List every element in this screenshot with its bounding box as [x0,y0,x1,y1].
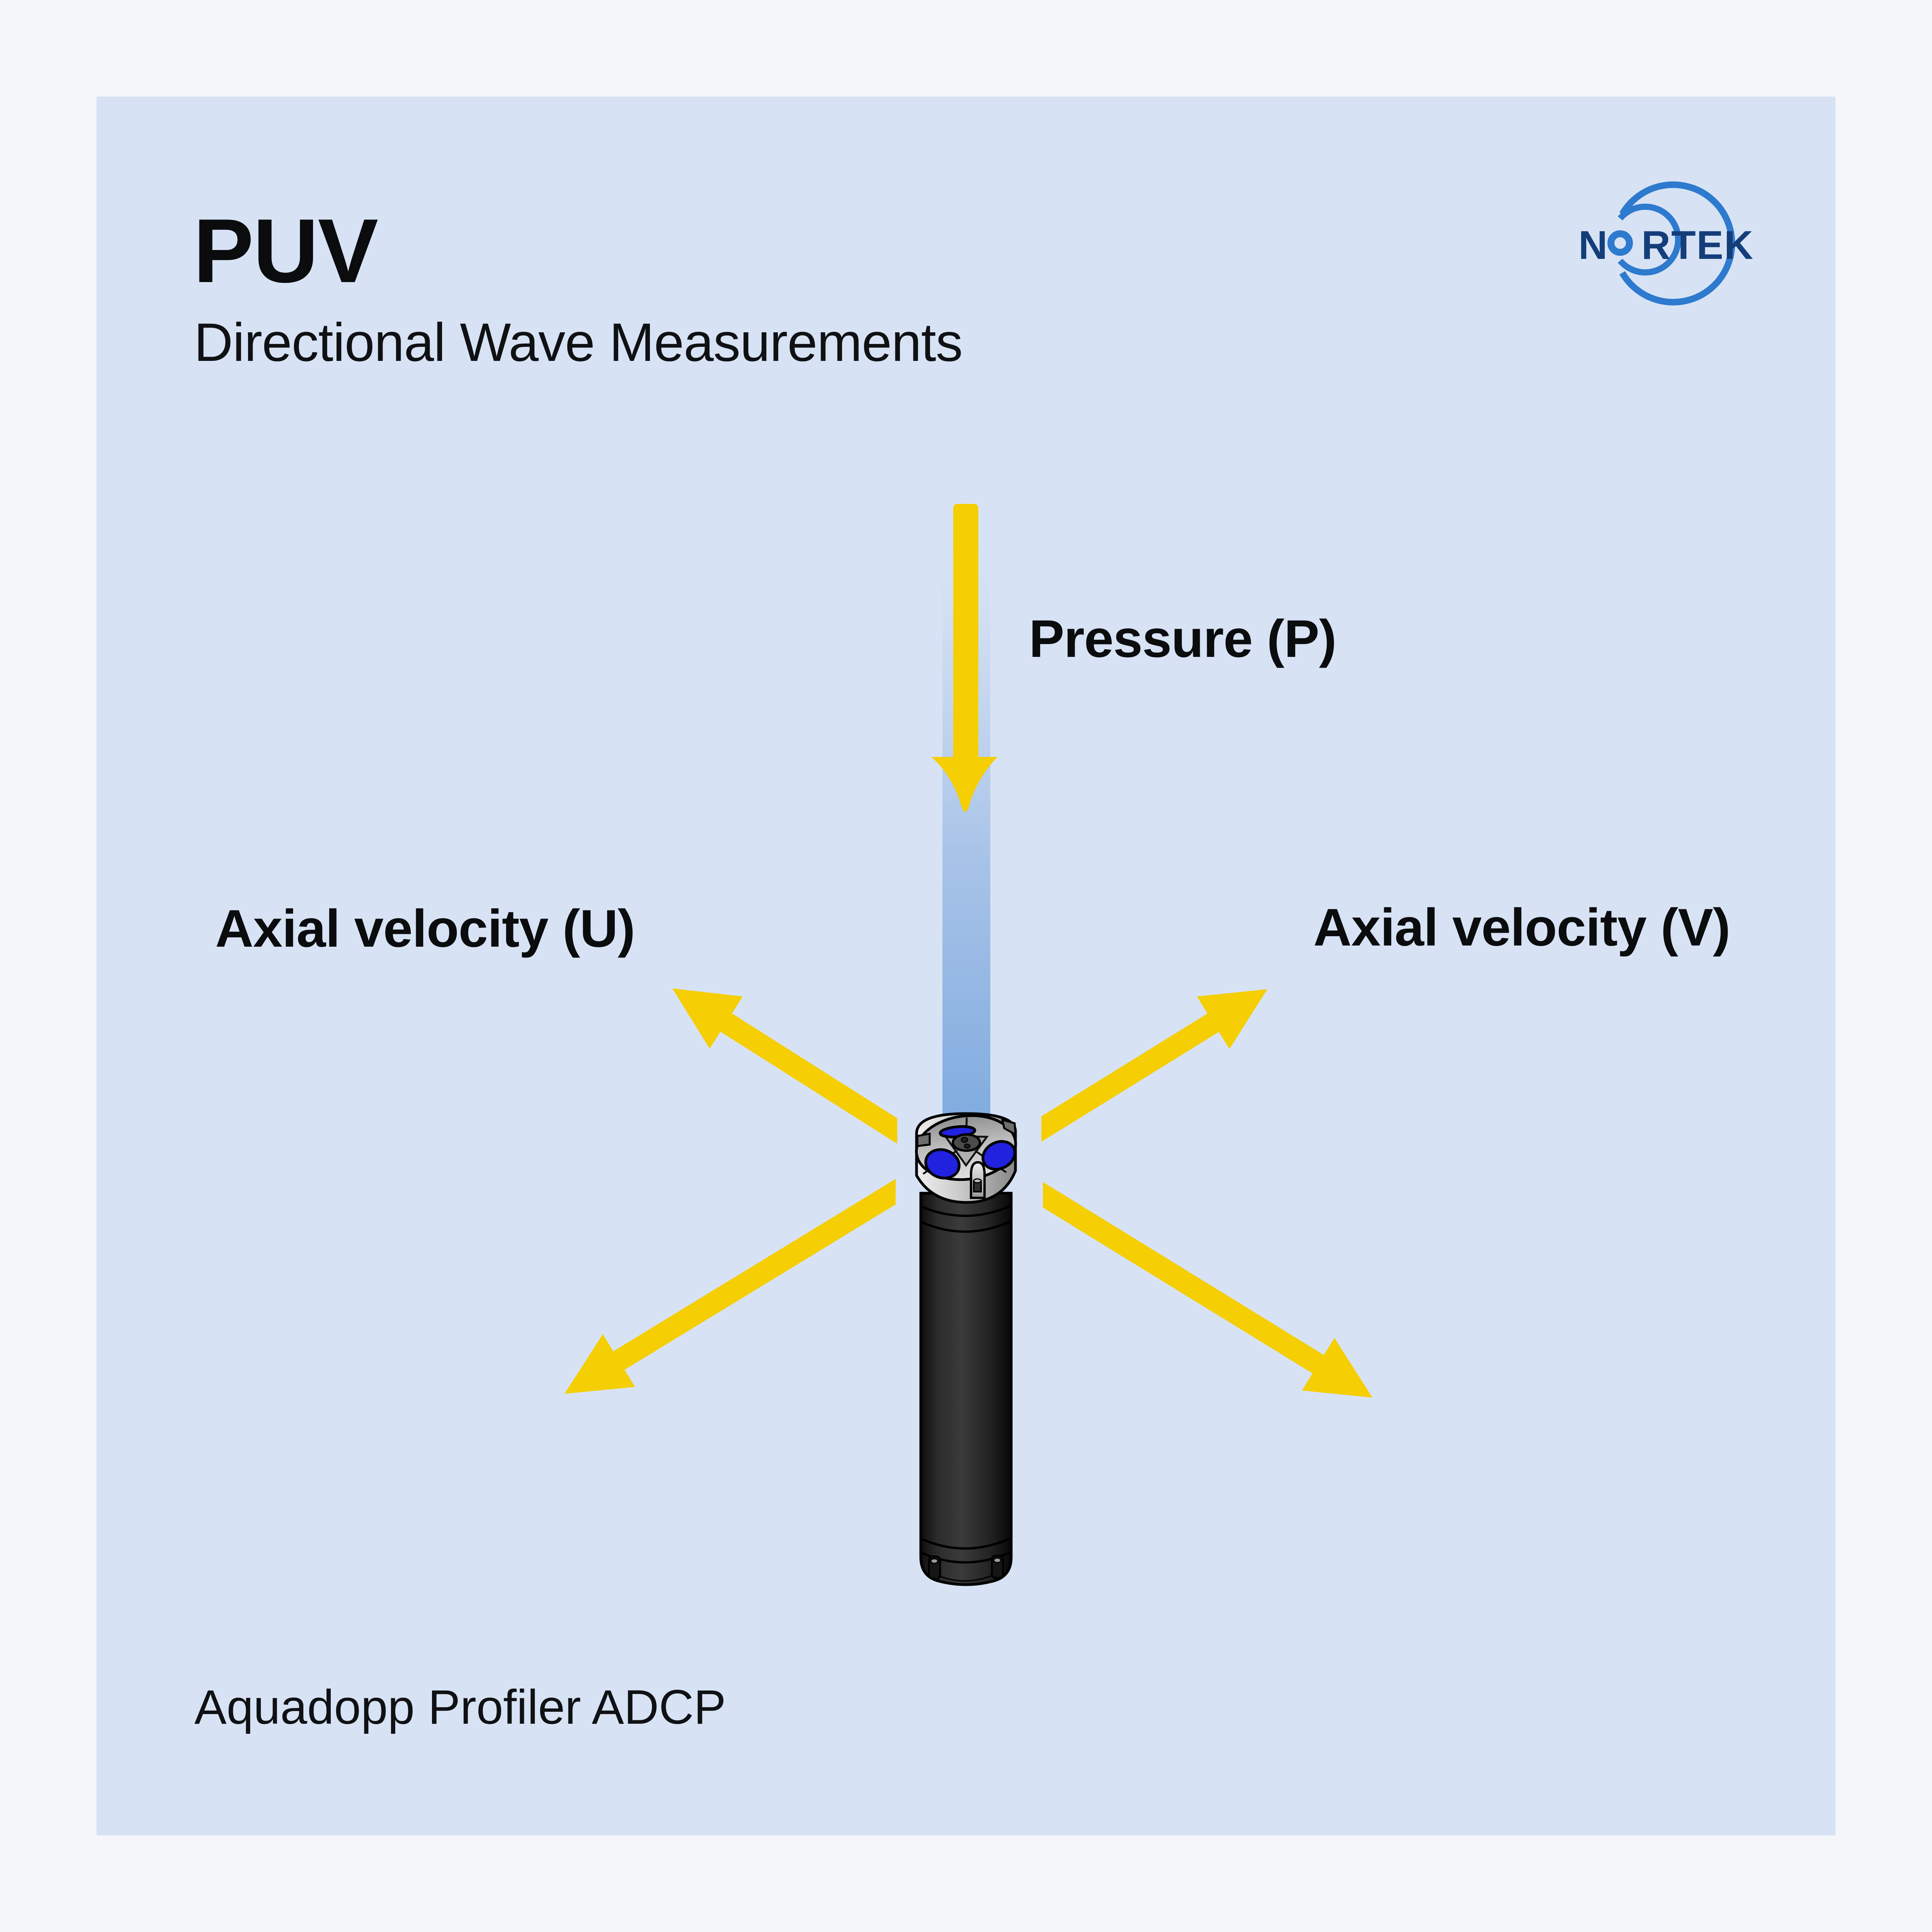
aquadopp-instrument [915,1112,1017,1586]
head-notch-right [1001,1118,1017,1136]
slot-sensor-top [973,1178,982,1184]
endcap-lip-line [940,1575,992,1582]
endcap-pin-right [993,1557,1002,1563]
puv-diagram-illustration [565,504,1372,1586]
endcap-pin-left [930,1558,939,1564]
logo-outer-arc [1619,181,1735,306]
pressure-arrow-icon [931,504,998,812]
axial-arrow-up-right-icon [1041,989,1267,1142]
logo-inner-arc [1617,204,1681,276]
transducer-right [981,1140,1016,1171]
page-subtitle: Directional Wave Measurements [194,312,963,372]
logo-text-n: N [1578,223,1607,268]
body-ring-bottom-1 [920,1537,1012,1550]
diagram-panel: N RTEK PUV Directional Wave Measurements… [97,97,1835,1835]
body-ring-top-2 [920,1220,1012,1233]
axial-velocity-u-label: Axial velocity (U) [215,899,635,958]
page-title: PUV [193,200,378,301]
axial-arrow-up-left-icon [672,988,897,1144]
axial-arrow-down-right-icon [1043,1182,1372,1398]
device-caption: Aquadopp Profiler ADCP [194,1680,726,1734]
instrument-body [919,1192,1013,1586]
transducer-left [924,1148,961,1180]
puck-hole-1 [961,1137,968,1143]
head-notch-left [916,1132,931,1147]
logo-o-ring [1607,230,1633,256]
nortek-logo: N RTEK [1578,181,1754,306]
pressure-label: Pressure (P) [1029,609,1337,668]
axial-velocity-v-label: Axial velocity (V) [1313,898,1730,957]
logo-text-rtek: RTEK [1641,223,1754,268]
axial-arrow-down-left-icon [565,1179,896,1394]
puck-hole-2 [964,1143,971,1149]
body-ring-top-1 [920,1204,1012,1217]
head-center-puck [952,1133,981,1152]
